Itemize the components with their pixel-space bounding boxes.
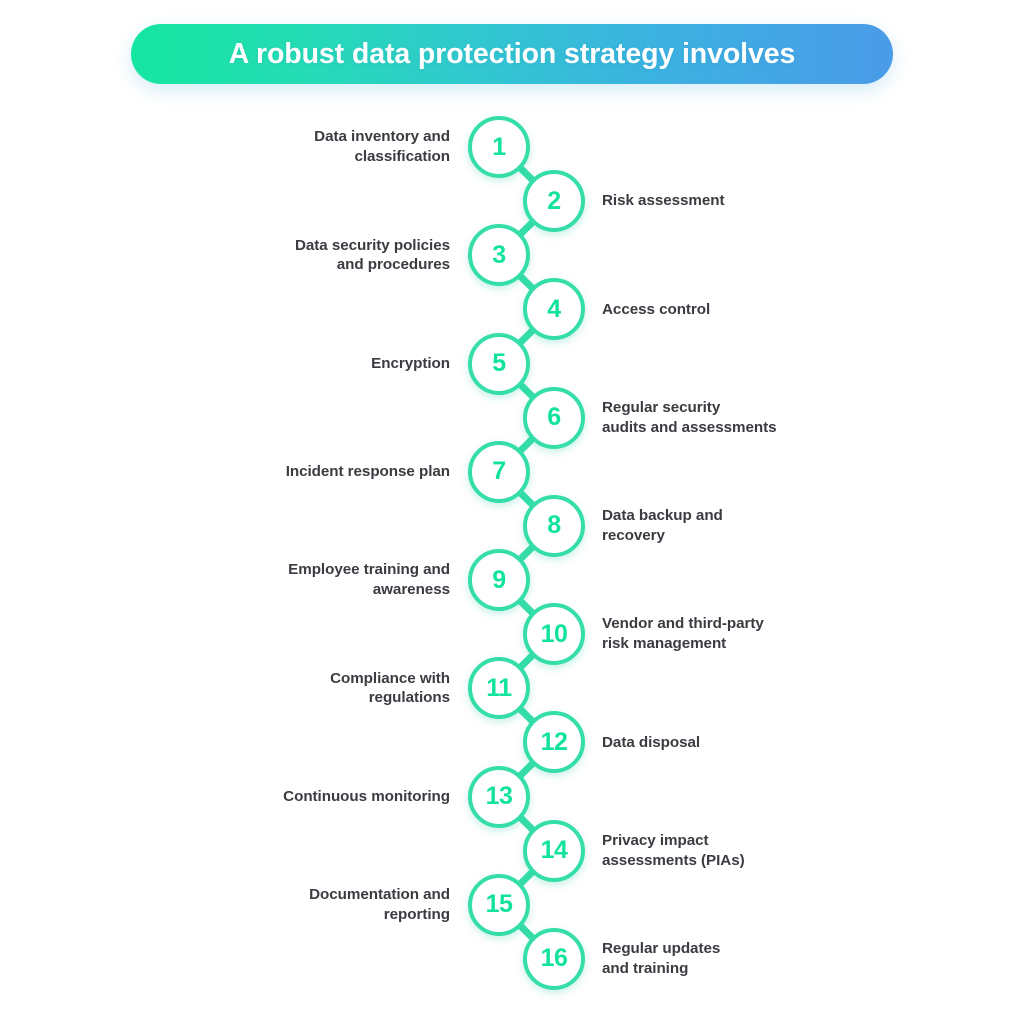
- step-number-circle-10[interactable]: 10: [523, 603, 585, 666]
- step-label-15: Documentation and reporting: [309, 886, 450, 923]
- step-number: 13: [485, 782, 513, 811]
- step-number: 8: [547, 511, 561, 540]
- step-number-circle-3[interactable]: 3: [468, 224, 530, 287]
- step-number: 1: [492, 132, 506, 161]
- step-number: 15: [485, 890, 513, 919]
- step-label-8: Data backup and recovery: [602, 507, 723, 544]
- header-title-pill: A robust data protection strategy involv…: [131, 24, 893, 84]
- step-number-circle-2[interactable]: 2: [523, 170, 585, 233]
- step-number-circle-11[interactable]: 11: [468, 657, 530, 720]
- step-number: 4: [547, 294, 561, 323]
- step-label-10: Vendor and third-party risk management: [602, 615, 764, 653]
- step-number-circle-8[interactable]: 8: [523, 494, 585, 557]
- step-label-12: Data disposal: [602, 733, 701, 751]
- step-number: 14: [540, 836, 568, 865]
- step-number-circle-13[interactable]: 13: [468, 765, 530, 828]
- step-number: 11: [486, 673, 512, 702]
- step-label-5: Encryption: [371, 354, 450, 372]
- step-number: 2: [547, 186, 561, 215]
- step-label-16: Regular updates and training: [602, 940, 721, 977]
- step-number-circle-7[interactable]: 7: [468, 440, 530, 503]
- step-label-9: Employee training and awareness: [288, 561, 450, 599]
- step-number-circle-15[interactable]: 15: [468, 873, 530, 936]
- step-label-2: Risk assessment: [602, 192, 725, 210]
- step-number-circle-4[interactable]: 4: [523, 278, 585, 341]
- step-label-7: Incident response plan: [285, 462, 450, 480]
- step-label-11: Compliance with regulations: [330, 669, 450, 707]
- step-number: 7: [492, 457, 506, 486]
- step-label-4: Access control: [602, 300, 711, 318]
- step-number: 10: [540, 619, 568, 648]
- step-number: 5: [492, 349, 506, 378]
- step-number-circle-9[interactable]: 9: [468, 549, 530, 612]
- step-number: 9: [492, 565, 506, 594]
- step-number: 12: [540, 727, 568, 756]
- step-number: 16: [540, 944, 568, 973]
- step-number-circle-6[interactable]: 6: [523, 386, 585, 449]
- step-label-14: Privacy impact assessments (PIAs): [602, 831, 745, 869]
- step-number-circle-1[interactable]: 1: [468, 116, 530, 178]
- step-label-6: Regular security audits and assessments: [602, 398, 777, 436]
- step-label-13: Continuous monitoring: [283, 787, 450, 805]
- step-label-1: Data inventory and classification: [314, 128, 450, 165]
- step-number-circle-12[interactable]: 12: [523, 711, 585, 774]
- step-number-circle-14[interactable]: 14: [523, 819, 585, 882]
- step-number-circle-5[interactable]: 5: [468, 332, 530, 395]
- step-label-3: Data security policies and procedures: [294, 236, 450, 274]
- page-title: A robust data protection strategy involv…: [228, 37, 796, 70]
- step-number: 6: [547, 403, 561, 432]
- step-number: 3: [492, 240, 506, 269]
- step-number-circle-16[interactable]: 16: [523, 927, 585, 990]
